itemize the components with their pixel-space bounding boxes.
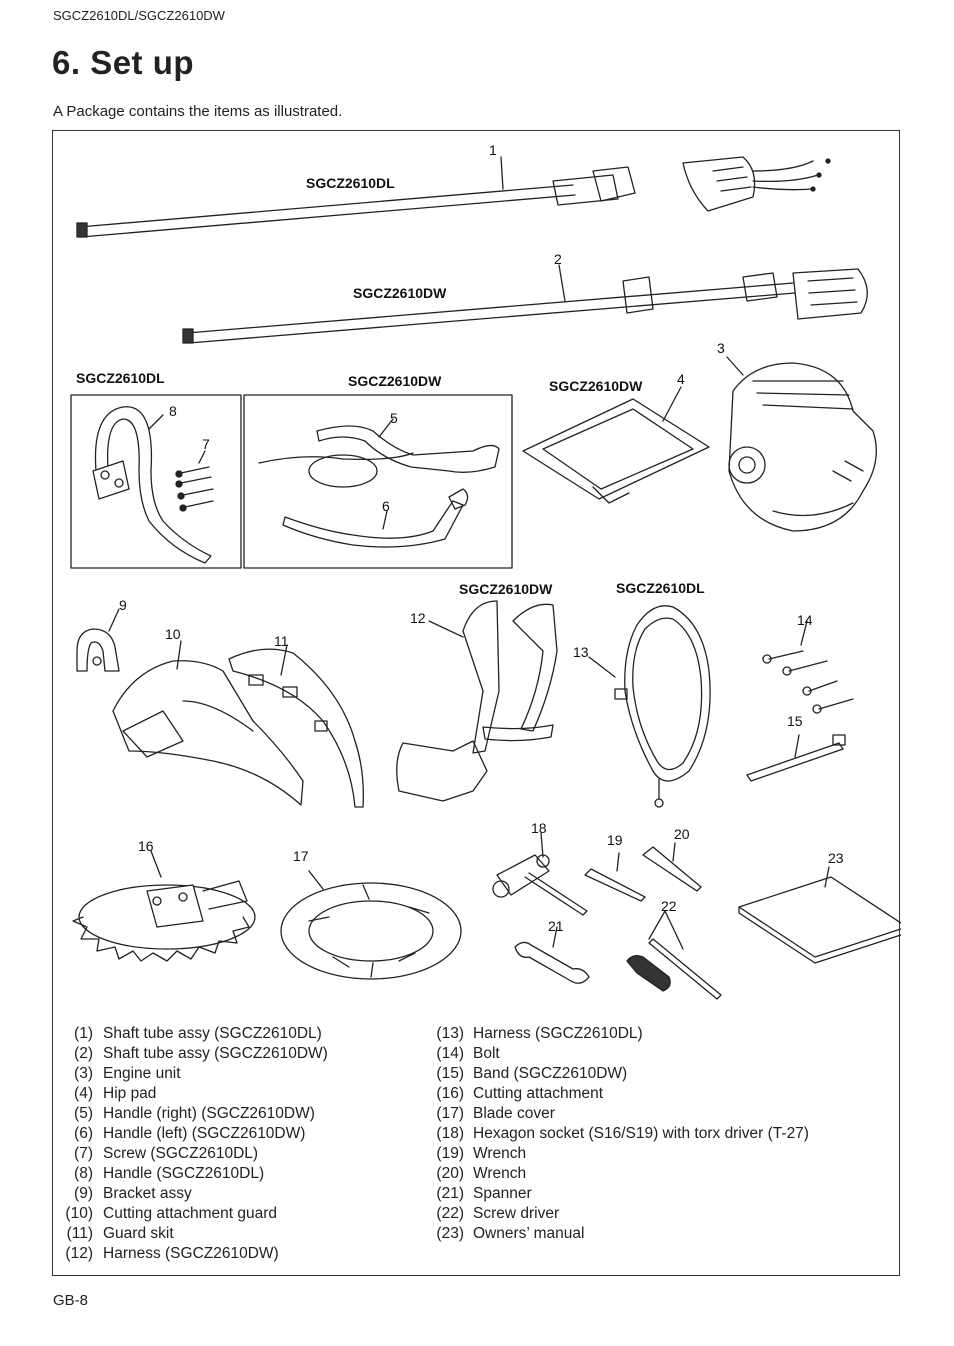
list-item: (23)Owners’ manual bbox=[436, 1225, 585, 1242]
list-item: (8)Handle (SGCZ2610DL) bbox=[74, 1165, 265, 1182]
shaft-dl-model-label: SGCZ2610DL bbox=[306, 175, 395, 191]
callout-14: 14 bbox=[797, 612, 813, 628]
list-item: (5)Handle (right) (SGCZ2610DW) bbox=[74, 1105, 315, 1122]
callout-18: 18 bbox=[531, 820, 547, 836]
harness-dw-drawing bbox=[396, 600, 558, 802]
list-item: (19)Wrench bbox=[436, 1145, 527, 1162]
harness-dl-drawing bbox=[588, 605, 711, 808]
screws-drawing bbox=[175, 450, 214, 512]
wrench-20-drawing bbox=[642, 842, 702, 892]
list-item: (11)Guard skit bbox=[66, 1225, 174, 1242]
wrench-19-drawing bbox=[584, 852, 646, 902]
list-item: (20)Wrench bbox=[436, 1165, 527, 1182]
engine-unit-drawing bbox=[726, 356, 877, 532]
list-item: (15)Band (SGCZ2610DW) bbox=[436, 1065, 628, 1082]
handle-dw-box bbox=[243, 394, 513, 569]
hip-pad-model-label: SGCZ2610DW bbox=[549, 378, 643, 394]
document-model-header: SGCZ2610DL/SGCZ2610DW bbox=[53, 8, 225, 23]
list-item: (10)Cutting attachment guard bbox=[65, 1205, 278, 1222]
list-item: (14)Bolt bbox=[436, 1045, 500, 1062]
list-item: (21)Spanner bbox=[436, 1185, 532, 1202]
callout-12: 12 bbox=[410, 610, 426, 626]
harness-dw-model-label: SGCZ2610DW bbox=[459, 581, 553, 597]
handle-dl-model-label: SGCZ2610DL bbox=[76, 370, 165, 386]
hexagon-socket-drawing bbox=[492, 832, 588, 916]
callout-4: 4 bbox=[677, 371, 685, 387]
handle-dw-drawing bbox=[258, 418, 500, 548]
handle-dl-drawing bbox=[92, 406, 212, 564]
list-item: (9)Bracket assy bbox=[74, 1185, 192, 1202]
list-item: (12)Harness (SGCZ2610DW) bbox=[65, 1245, 279, 1262]
shaft-tube-dl-drawing bbox=[76, 156, 831, 238]
list-item: (4)Hip pad bbox=[74, 1085, 157, 1102]
callout-9: 9 bbox=[119, 597, 127, 613]
owners-manual-drawing bbox=[738, 866, 901, 964]
parts-list-left: (1)Shaft tube assy (SGCZ2610DL) (2)Shaft… bbox=[28, 1024, 328, 1264]
shaft-dw-model-label: SGCZ2610DW bbox=[353, 285, 447, 301]
callout-21: 21 bbox=[548, 918, 564, 934]
callout-1: 1 bbox=[489, 142, 497, 158]
list-item: (22)Screw driver bbox=[436, 1205, 560, 1222]
list-item: (7)Screw (SGCZ2610DL) bbox=[74, 1145, 259, 1162]
callout-11: 11 bbox=[274, 633, 289, 649]
callout-6: 6 bbox=[382, 498, 390, 514]
page-number: GB-8 bbox=[53, 1292, 89, 1309]
callout-23: 23 bbox=[828, 850, 844, 866]
blade-cover-drawing bbox=[280, 870, 462, 980]
intro-text: A Package contains the items as illustra… bbox=[53, 103, 343, 120]
band-drawing bbox=[746, 734, 846, 782]
callout-16: 16 bbox=[138, 838, 154, 854]
section-title: 6. Set up bbox=[52, 44, 195, 81]
callout-10: 10 bbox=[165, 626, 181, 642]
callout-19: 19 bbox=[607, 832, 623, 848]
callout-22: 22 bbox=[661, 898, 677, 914]
callout-20: 20 bbox=[674, 826, 690, 842]
handle-dw-model-label: SGCZ2610DW bbox=[348, 373, 442, 389]
guard-skit-drawing bbox=[228, 644, 364, 808]
handle-dl-box bbox=[70, 394, 242, 569]
list-item: (18)Hexagon socket (S16/S19) with torx d… bbox=[436, 1125, 809, 1142]
hip-pad-drawing bbox=[522, 386, 710, 504]
callout-5: 5 bbox=[390, 410, 398, 426]
callout-13: 13 bbox=[573, 644, 589, 660]
parts-figure-frame: SGCZ2610DL SGCZ2610DW SGCZ2610DL SGCZ261… bbox=[52, 130, 901, 1276]
bolts-drawing bbox=[762, 620, 854, 714]
list-item: (16)Cutting attachment bbox=[436, 1085, 604, 1102]
spanner-drawing bbox=[514, 926, 590, 984]
callout-3: 3 bbox=[717, 340, 725, 356]
list-item: (6)Handle (left) (SGCZ2610DW) bbox=[74, 1125, 306, 1142]
harness-dl-model-label: SGCZ2610DL bbox=[616, 580, 705, 596]
parts-list-right: (13)Harness (SGCZ2610DL) (14)Bolt (15)Ba… bbox=[433, 1024, 809, 1244]
list-item: (17)Blade cover bbox=[436, 1105, 555, 1122]
callout-8: 8 bbox=[169, 403, 177, 419]
callout-17: 17 bbox=[293, 848, 309, 864]
cutting-attachment-guard-drawing bbox=[112, 640, 304, 806]
callout-2: 2 bbox=[554, 251, 562, 267]
callout-15: 15 bbox=[787, 713, 803, 729]
cutting-attachment-drawing bbox=[72, 850, 256, 962]
parts-illustration bbox=[70, 156, 901, 1000]
screw-driver-drawing bbox=[626, 910, 722, 1000]
list-item: (3)Engine unit bbox=[74, 1065, 181, 1082]
list-item: (1)Shaft tube assy (SGCZ2610DL) bbox=[74, 1025, 322, 1042]
callout-7: 7 bbox=[202, 436, 210, 452]
shaft-tube-dw-drawing bbox=[182, 264, 868, 344]
list-item: (2)Shaft tube assy (SGCZ2610DW) bbox=[74, 1045, 328, 1062]
bracket-assy-drawing bbox=[76, 608, 120, 672]
list-item: (13)Harness (SGCZ2610DL) bbox=[436, 1025, 643, 1042]
